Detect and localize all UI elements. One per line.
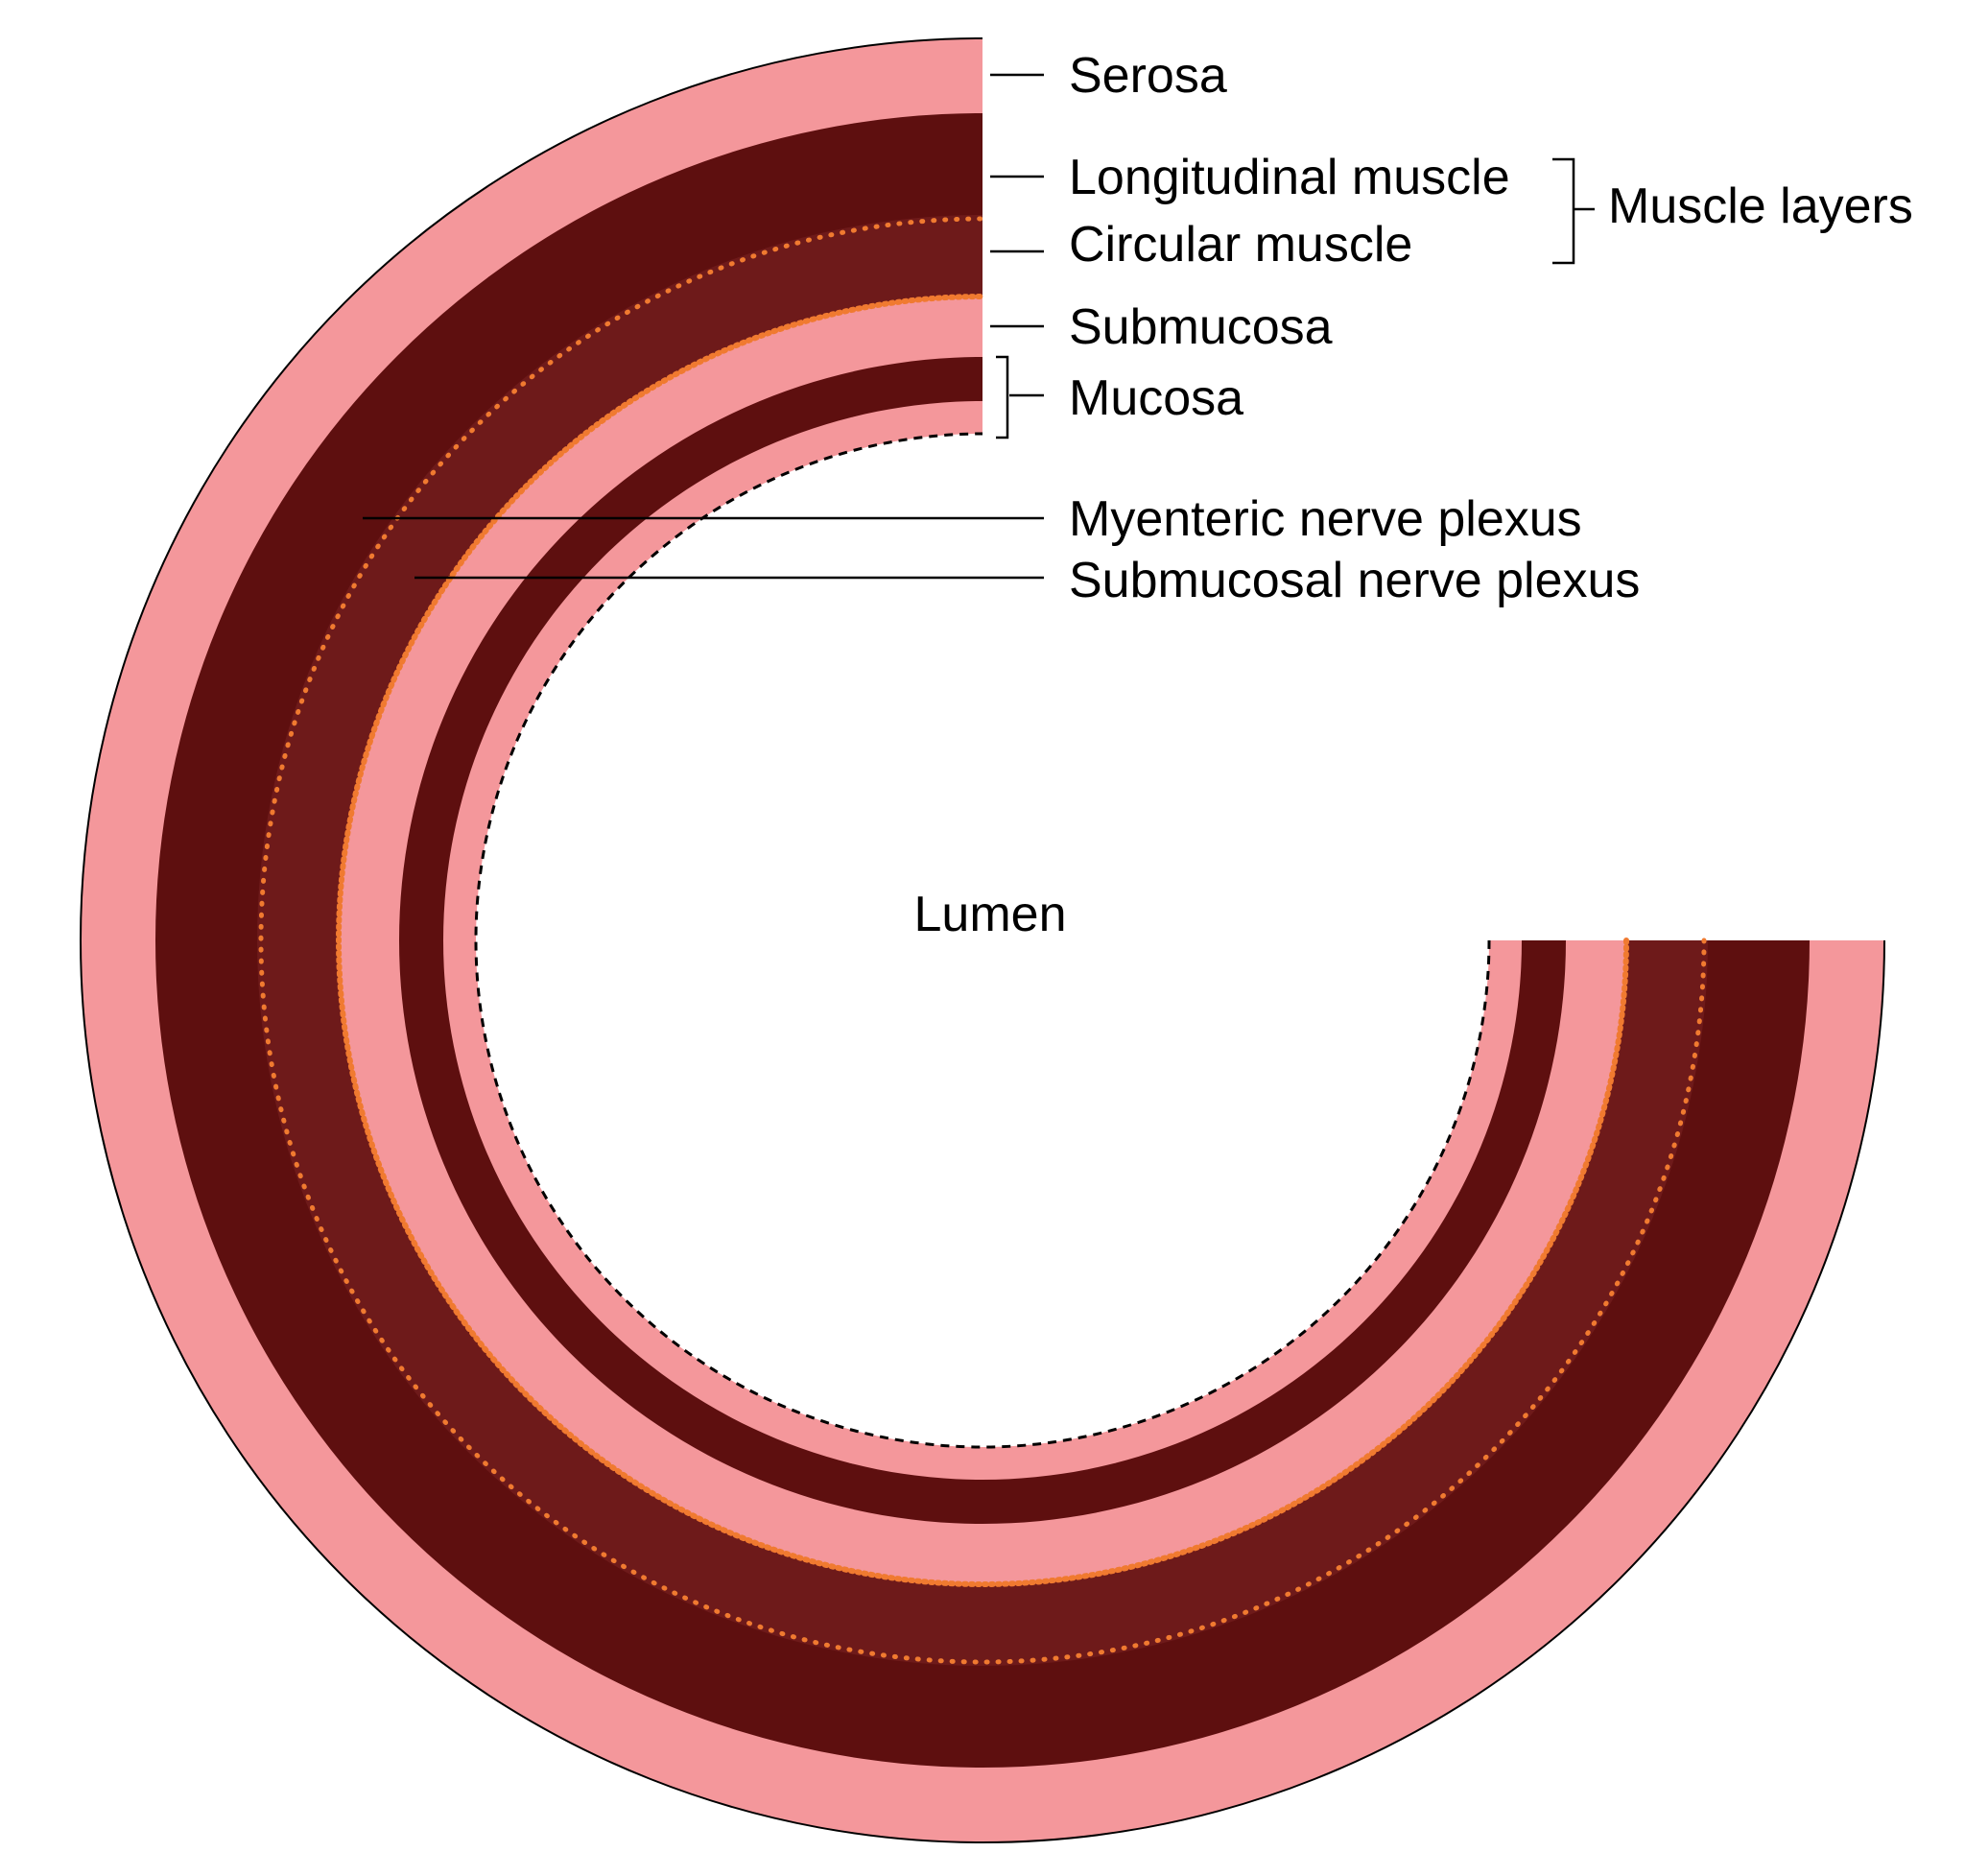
mucosa-bracket (996, 355, 1009, 439)
myenteric-plexus-label: Myenteric nerve plexus (1069, 491, 1582, 547)
submucosa-label: Submucosa (1069, 299, 1333, 355)
circular-muscle-label: Circular muscle (1069, 217, 1412, 273)
mucosa-label: Mucosa (1069, 370, 1243, 426)
myenteric-plexus-ring (258, 216, 1707, 1665)
muscle-layers-label: Muscle layers (1608, 178, 1913, 234)
lumen-area (476, 434, 1489, 1447)
submucosal-plexus-label: Submucosal nerve plexus (1069, 553, 1640, 608)
nerve-plexus-dots (258, 216, 1707, 1665)
submucosal-plexus-ring (336, 294, 1629, 1587)
serosa-outline (80, 37, 1885, 1843)
lumen-label: Lumen (914, 887, 1067, 942)
leader-lines (363, 73, 1595, 580)
muscle-layers-bracket (1552, 157, 1595, 265)
serosa-label: Serosa (1069, 48, 1227, 104)
lumen-outline (474, 432, 1491, 1449)
longitudinal-muscle-label: Longitudinal muscle (1069, 150, 1510, 205)
